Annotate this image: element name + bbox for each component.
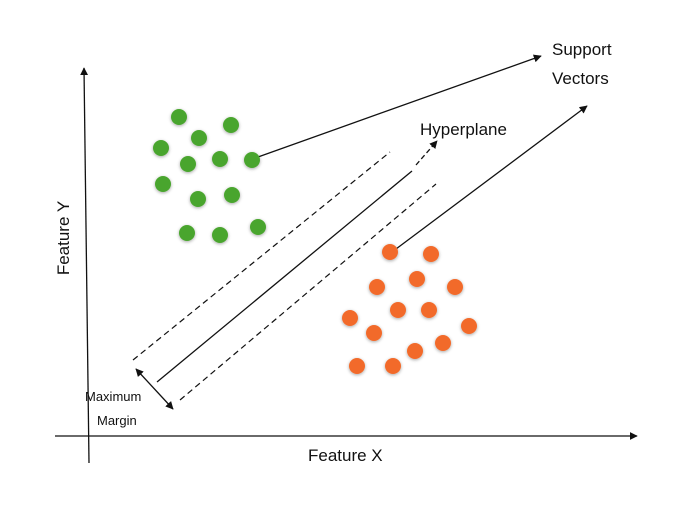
point-b	[366, 325, 382, 341]
margin-boundary-upper	[132, 151, 391, 361]
point-b	[409, 271, 425, 287]
point-b	[390, 302, 406, 318]
class-b-points	[342, 244, 477, 374]
margin-label-line2: Margin	[97, 413, 137, 428]
hyperplane-line	[156, 170, 413, 383]
point-a	[171, 109, 187, 125]
point-b	[385, 358, 401, 374]
point-a	[244, 152, 260, 168]
hyperplane-arrow	[415, 140, 438, 166]
point-b	[349, 358, 365, 374]
point-b	[407, 343, 423, 359]
margin-boundary-lower	[179, 183, 437, 401]
support-vector-arrow-green	[257, 54, 542, 158]
support-vector-arrow-orange	[395, 105, 588, 250]
y-axis	[80, 67, 90, 464]
point-b	[423, 246, 439, 262]
margin-label-line1: Maximum	[85, 389, 142, 404]
support-vectors-label-line2: Vectors	[552, 69, 609, 88]
point-b	[435, 335, 451, 351]
y-axis-label: Feature Y	[54, 200, 73, 276]
hyperplane-label: Hyperplane	[420, 120, 507, 139]
point-b	[447, 279, 463, 295]
point-a	[212, 151, 228, 167]
margin-arrow	[135, 368, 174, 410]
point-b	[421, 302, 437, 318]
point-b	[342, 310, 358, 326]
point-a	[250, 219, 266, 235]
support-vectors-label-line1: Support	[552, 40, 612, 59]
point-a	[190, 191, 206, 207]
point-b	[369, 279, 385, 295]
x-axis-label: Feature X	[308, 446, 383, 465]
class-a-points	[153, 109, 266, 243]
point-a	[155, 176, 171, 192]
point-a	[223, 117, 239, 133]
point-a	[212, 227, 228, 243]
point-a	[153, 140, 169, 156]
point-a	[191, 130, 207, 146]
point-a	[180, 156, 196, 172]
point-a	[224, 187, 240, 203]
point-b	[461, 318, 477, 334]
point-a	[179, 225, 195, 241]
point-b	[382, 244, 398, 260]
